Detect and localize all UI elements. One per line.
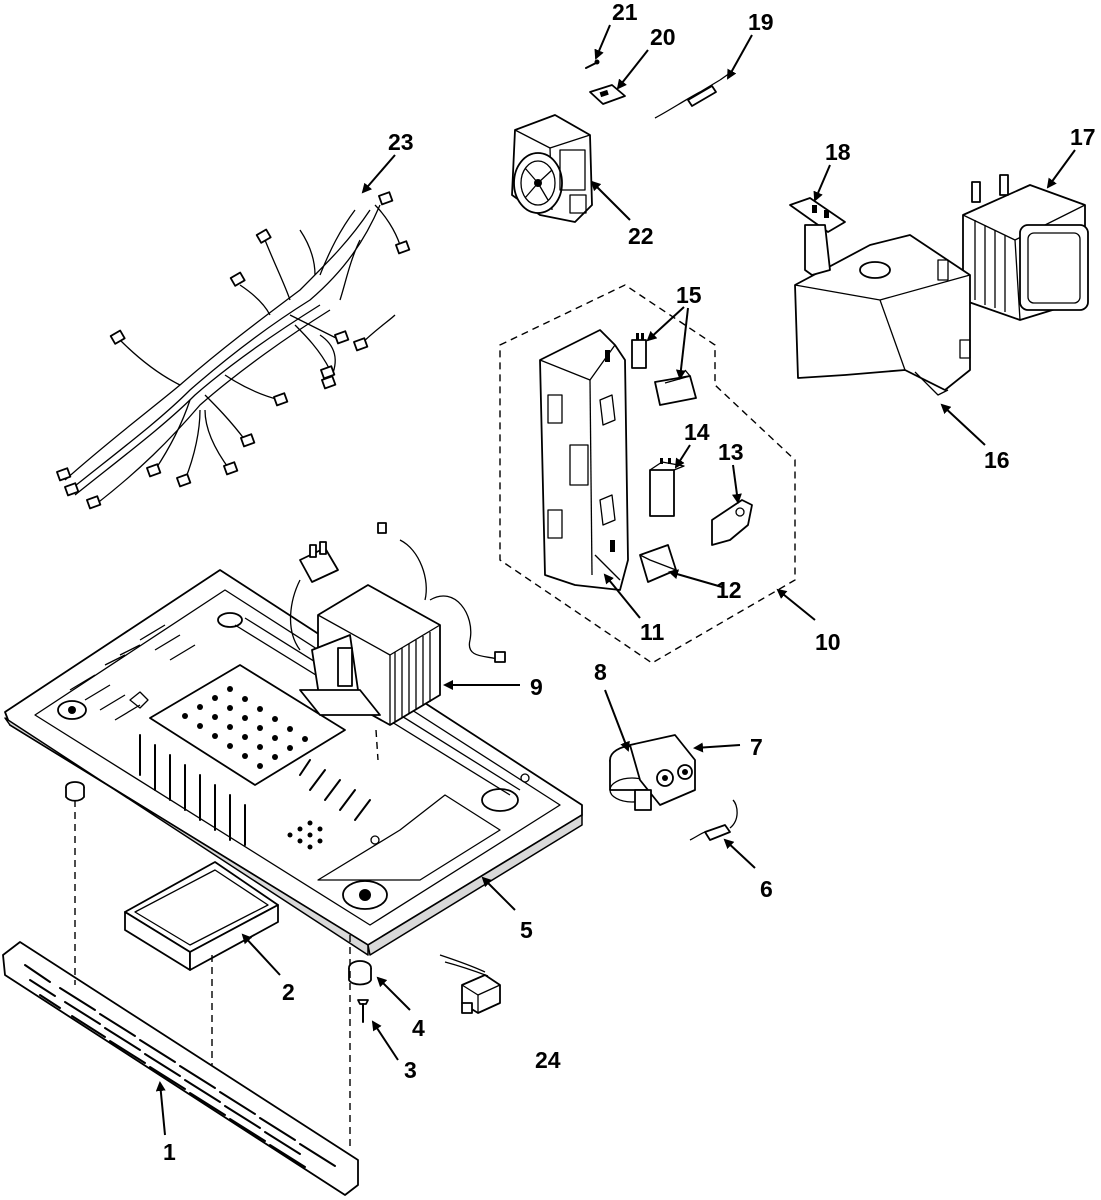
callout-24: 24 bbox=[535, 1047, 561, 1073]
wire-harness-part bbox=[56, 191, 411, 510]
base-plate-part bbox=[4, 569, 583, 956]
alignment-guides bbox=[74, 729, 379, 1150]
thermostat-part bbox=[789, 197, 846, 276]
callout-23: 23 bbox=[388, 129, 414, 155]
screw-part-21 bbox=[585, 59, 600, 69]
magnetron-part bbox=[962, 174, 1089, 321]
callout-18: 18 bbox=[825, 139, 851, 165]
callout-1: 1 bbox=[163, 1139, 176, 1165]
door-hook-lever-part bbox=[711, 499, 753, 546]
callout-16: 16 bbox=[984, 447, 1010, 473]
hv-diode-part bbox=[689, 799, 738, 841]
vent-hole-grid bbox=[182, 686, 308, 769]
rubber-foot-part bbox=[65, 781, 372, 986]
callout-6: 6 bbox=[760, 876, 773, 902]
callout-labels: 1 2 3 4 5 6 7 8 9 10 11 12 13 14 15 16 1… bbox=[163, 0, 1096, 1165]
callout-19: 19 bbox=[748, 9, 774, 35]
callout-22: 22 bbox=[628, 223, 654, 249]
small-transformer-part bbox=[439, 954, 501, 1014]
fan-motor-assembly-part bbox=[511, 114, 593, 223]
callout-17: 17 bbox=[1070, 124, 1096, 150]
small-vent-holes bbox=[287, 820, 323, 850]
micro-switch-part-15a bbox=[631, 333, 647, 369]
switch-assembly-part bbox=[499, 284, 796, 664]
hv-transformer-part bbox=[289, 522, 506, 726]
screw-part-3 bbox=[357, 999, 369, 1023]
leader-lines bbox=[155, 24, 1076, 1136]
callout-2: 2 bbox=[282, 979, 295, 1005]
callout-5: 5 bbox=[520, 917, 533, 943]
micro-switch-part-12 bbox=[639, 544, 677, 583]
micro-switch-part-14 bbox=[649, 458, 685, 517]
thermal-fuse-part bbox=[654, 72, 731, 119]
callout-7: 7 bbox=[750, 734, 763, 760]
callout-13: 13 bbox=[718, 439, 744, 465]
hv-capacitor-part bbox=[609, 734, 696, 811]
callout-8: 8 bbox=[594, 659, 607, 685]
callout-15: 15 bbox=[676, 282, 702, 308]
callout-11: 11 bbox=[640, 619, 665, 645]
callout-9: 9 bbox=[530, 674, 543, 700]
micro-switch-part-15b bbox=[654, 369, 697, 406]
vent-grille-part bbox=[2, 941, 359, 1196]
callout-21: 21 bbox=[612, 0, 638, 25]
callout-14: 14 bbox=[684, 419, 710, 445]
air-duct-part bbox=[794, 234, 971, 396]
sensor-board-part bbox=[589, 84, 626, 105]
drip-tray-part bbox=[124, 861, 279, 971]
callout-10: 10 bbox=[815, 629, 841, 655]
callout-3: 3 bbox=[404, 1057, 417, 1083]
callout-4: 4 bbox=[412, 1015, 425, 1041]
callout-20: 20 bbox=[650, 24, 676, 50]
callout-12: 12 bbox=[716, 577, 742, 603]
